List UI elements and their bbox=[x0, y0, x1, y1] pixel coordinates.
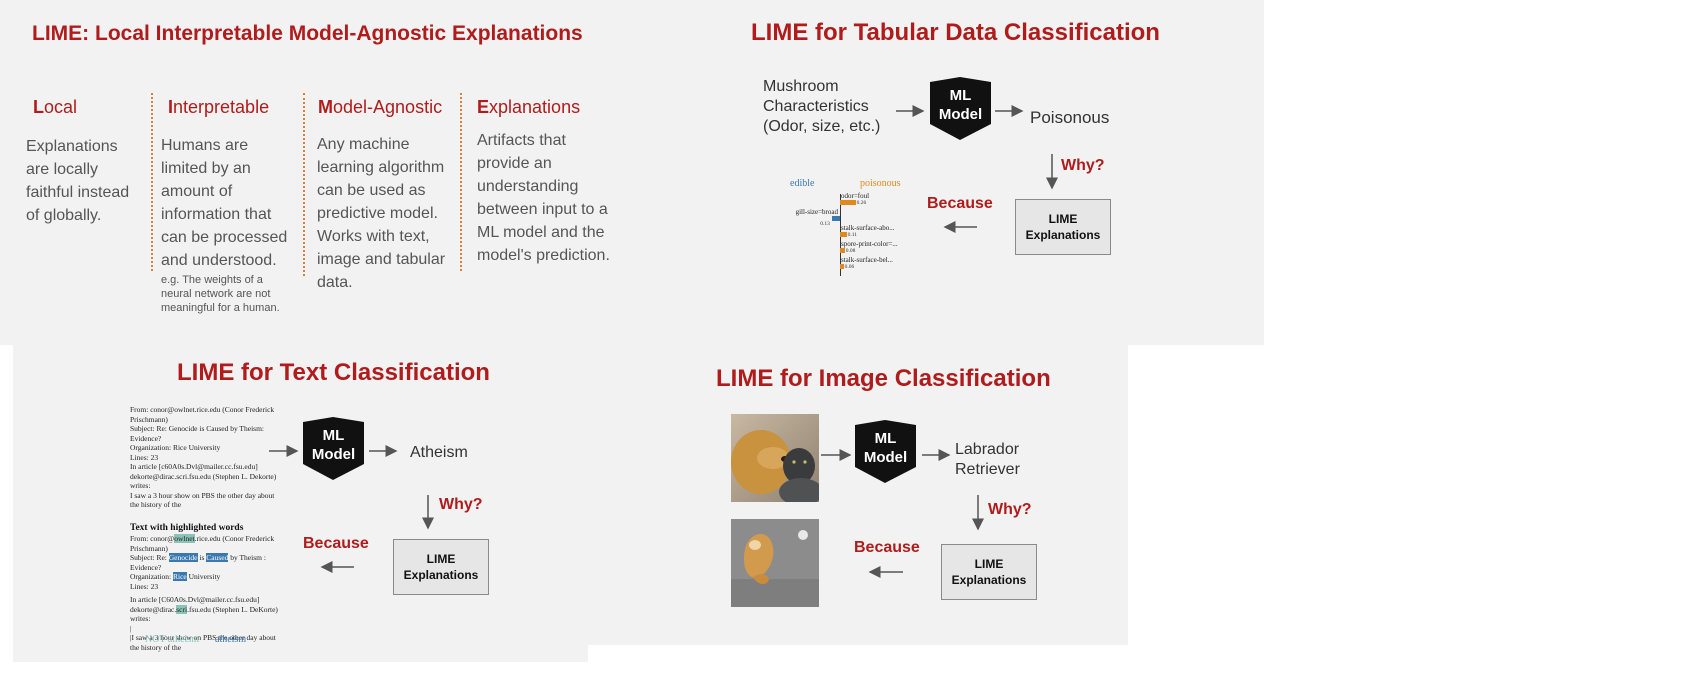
chart-bar-poisonous bbox=[840, 232, 847, 237]
chart-feature-label: stalk-surface-bel... bbox=[841, 256, 893, 264]
chart-feature-label: gill-size=broad bbox=[795, 208, 838, 216]
because-label: Because bbox=[854, 539, 920, 556]
column-divider bbox=[151, 93, 153, 271]
chart-value-label: 0.11 bbox=[847, 232, 858, 238]
chart-feature-label: spore-print-color=... bbox=[841, 240, 898, 248]
chart-value-label: 0.08 bbox=[845, 248, 856, 254]
panel-text: LIME for Text Classification From: conor… bbox=[13, 345, 588, 662]
column-divider bbox=[303, 93, 305, 276]
panel-title: LIME for Text Classification bbox=[177, 359, 490, 386]
highlighted-email: From: conor@owlnet.rice.edu (Conor Frede… bbox=[130, 534, 278, 652]
email-input: From: conor@owlnet.rice.edu (Conor Frede… bbox=[130, 405, 277, 509]
column-divider bbox=[460, 93, 462, 271]
panel-tabular: LIME for Tabular Data Classification Mus… bbox=[632, 0, 1264, 345]
panel-title: LIME for Image Classification bbox=[716, 365, 1051, 392]
tabular-output-label: Poisonous bbox=[1030, 108, 1110, 127]
ml-model-icon bbox=[303, 417, 364, 480]
chart-value-label: 0.26 bbox=[856, 200, 867, 206]
column-local-heading: Local bbox=[33, 97, 78, 117]
chart-legend-poisonous: poisonous bbox=[860, 178, 901, 189]
column-explanations-heading: Explanations bbox=[477, 97, 581, 117]
lime-superpixel-image bbox=[731, 519, 819, 607]
chart-bar-poisonous bbox=[840, 248, 845, 253]
chart-bar-edible bbox=[832, 216, 840, 221]
column-interpretable-heading: Interpretable bbox=[168, 97, 270, 117]
image-flow-arrows bbox=[821, 420, 984, 578]
ml-model-icon bbox=[930, 77, 991, 140]
legend-not-atheism: NOT atheism bbox=[145, 634, 199, 645]
ml-model-icon bbox=[855, 420, 916, 483]
highlighted-text-title: Text with highlighted words bbox=[130, 523, 244, 533]
chart-feature-label: stalk-surface-abo... bbox=[841, 224, 895, 232]
tabular-flow-arrows bbox=[896, 77, 1058, 233]
chart-value-label: 0.13 bbox=[820, 221, 830, 227]
because-label: Because bbox=[303, 535, 369, 552]
because-label: Because bbox=[927, 195, 993, 212]
panel-lime-overview: LIME: Local Interpretable Model-Agnostic… bbox=[0, 0, 632, 345]
chart-bar-poisonous bbox=[840, 264, 844, 269]
chart-legend-edible: edible bbox=[790, 178, 815, 189]
chart-value-label: 0.06 bbox=[844, 264, 855, 270]
text-output-label: Atheism bbox=[410, 444, 468, 461]
why-label: Why? bbox=[439, 496, 483, 513]
why-label: Why? bbox=[1061, 157, 1105, 174]
text-flow-arrows bbox=[269, 417, 434, 573]
chart-bar-poisonous bbox=[840, 200, 856, 205]
panel-title: LIME for Tabular Data Classification bbox=[751, 19, 1160, 46]
dog-cat-photo bbox=[731, 414, 819, 502]
column-model-agnostic-heading: Model-Agnostic bbox=[318, 97, 443, 117]
legend-atheism: atheism bbox=[215, 634, 247, 645]
chart-feature-label: odor=foul bbox=[841, 192, 870, 200]
why-label: Why? bbox=[988, 501, 1032, 518]
panel-title: LIME: Local Interpretable Model-Agnostic… bbox=[32, 22, 583, 45]
